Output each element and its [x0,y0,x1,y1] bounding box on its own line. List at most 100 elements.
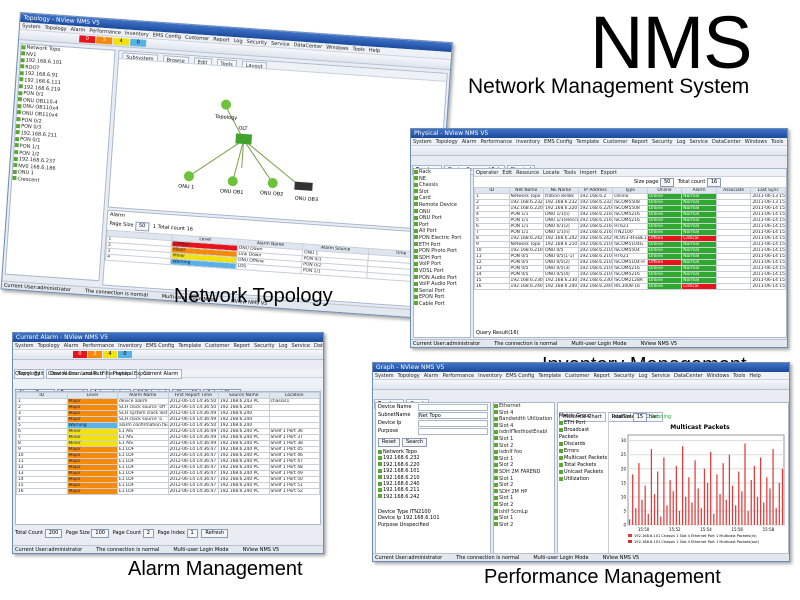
menu-item[interactable]: Inventory [478,373,503,379]
tree-node[interactable]: All Port [414,228,470,235]
form-input[interactable]: Net Topo [418,412,488,419]
menu-item[interactable]: Customer [205,343,230,349]
menu-item[interactable]: Filter setup [101,371,130,377]
menu-item[interactable]: Edit [502,170,513,176]
page-size-select[interactable]: 100 [91,529,109,538]
metric-item[interactable]: ETH Port [559,420,608,427]
menu-item[interactable]: Report [593,373,611,379]
menu-item[interactable]: Log [676,139,686,145]
menu-item[interactable]: Inventory [516,139,541,145]
tree-node[interactable]: Slot 1 [494,436,554,443]
critical-count[interactable]: 0 [73,351,87,358]
tree-node[interactable]: PON Photo Port [414,248,470,255]
menu-item[interactable]: Performance [442,373,475,379]
menu-item[interactable]: Query [15,371,31,377]
tree-node[interactable]: 192.168.6.211 [378,487,488,493]
menu-item[interactable]: Alarm [63,343,79,349]
menu-item[interactable]: Log [278,343,288,349]
menu-item[interactable]: Tools [771,139,784,145]
alarm-counters[interactable]: 0 3 4 0 [73,351,132,358]
tree-node[interactable]: Port [414,222,470,229]
menu-item[interactable]: Service [651,373,670,379]
menu-item[interactable]: Windows [706,373,730,379]
tab[interactable]: Historical Chart [559,412,606,422]
metric-item[interactable]: Total Packets [559,462,608,469]
query-result[interactable]: Query Result(16) [476,330,519,336]
menu-item[interactable]: DataCenter [313,343,323,349]
menu-item[interactable]: Performance [82,343,115,349]
tree-node[interactable]: ishIf 5cmLp [494,509,554,516]
tree-node[interactable]: ETH Port [414,242,470,249]
minor-count[interactable]: 4 [103,351,117,358]
menu-item[interactable]: Template [576,139,600,145]
menu-item[interactable]: Tools [733,373,746,379]
page-size-select[interactable]: 50 [659,178,675,187]
tree-node[interactable]: 192.168.6.232 [378,455,488,461]
tree-node[interactable]: 192.168.6.240 [378,481,488,487]
menu-item[interactable]: Windows [744,139,768,145]
tree-node[interactable]: Slot 1 [494,476,554,483]
menu-item[interactable]: Import [579,170,597,176]
tree-node[interactable]: Bandwidth Utilization [494,416,554,423]
tree-node[interactable]: isdnIf foo [494,449,554,456]
search-button[interactable]: Search [401,438,428,447]
menu-item[interactable]: Report [233,343,251,349]
refresh-button[interactable]: Refresh [201,529,229,538]
menu-item[interactable]: Help [749,373,761,379]
tree-node[interactable]: VoIP Audio Port [414,281,470,288]
tree-node[interactable]: SDH Port [414,255,470,262]
menu-item[interactable]: Topology [37,343,60,349]
tree-node[interactable]: 192.168.6.220 [378,462,488,468]
interval-select[interactable]: 15 [632,413,648,422]
menu-item[interactable]: Topology [435,139,458,145]
menu-item[interactable]: Service [689,139,708,145]
major-count[interactable]: 3 [88,351,102,358]
metric-item[interactable]: Discards [559,441,608,448]
tree-node[interactable]: PON Audio Port [414,275,470,282]
tree-node[interactable]: PON Electric Port [414,235,470,242]
menu-item[interactable]: Alarm [461,139,477,145]
tree-node[interactable]: Ethernet [494,403,554,410]
tree-node[interactable]: Network Topo [378,449,488,455]
warning-count[interactable]: 0 [118,351,132,358]
menu-item[interactable]: Help [368,47,381,55]
form-input[interactable] [418,404,488,411]
menu-item[interactable]: Tools [352,46,365,54]
menu-item[interactable]: Service [291,343,310,349]
metric-item[interactable]: Errors [559,448,608,455]
menu-item[interactable]: DataCenter [711,139,741,145]
menu-item[interactable]: Report [212,36,230,44]
menu-item[interactable]: Template [538,373,562,379]
menu-item[interactable]: Inventory [118,343,143,349]
column-header[interactable]: First Report Time [167,392,219,399]
tree-node[interactable]: Slot 4 [494,423,554,430]
tree-node[interactable]: 192.168.6.210 [378,475,488,481]
tree-node[interactable]: VDSL Port [414,268,470,275]
tree-node[interactable]: Slot [414,189,470,196]
reset-button[interactable]: Reset [378,438,400,447]
menu-item[interactable]: DataCenter [673,373,703,379]
menu-item[interactable]: Customer [565,373,590,379]
form-input[interactable] [418,420,488,427]
tree-node[interactable]: 192.168.6.101 [378,468,488,474]
menu-item[interactable]: System [375,373,394,379]
node-onu4-icon[interactable] [294,181,313,191]
node-onu1-icon[interactable] [183,171,195,182]
tree-node[interactable]: NE [414,176,470,183]
menu-item[interactable]: Locate [543,170,560,176]
menu-item[interactable]: Resource [516,170,540,176]
menu-item[interactable]: Performance [480,139,513,145]
menu-item[interactable]: Locate [81,371,98,377]
menu-item[interactable]: Tools [563,170,576,176]
tree-node[interactable]: Card [414,195,470,202]
menu-item[interactable]: Alarm [70,26,86,34]
